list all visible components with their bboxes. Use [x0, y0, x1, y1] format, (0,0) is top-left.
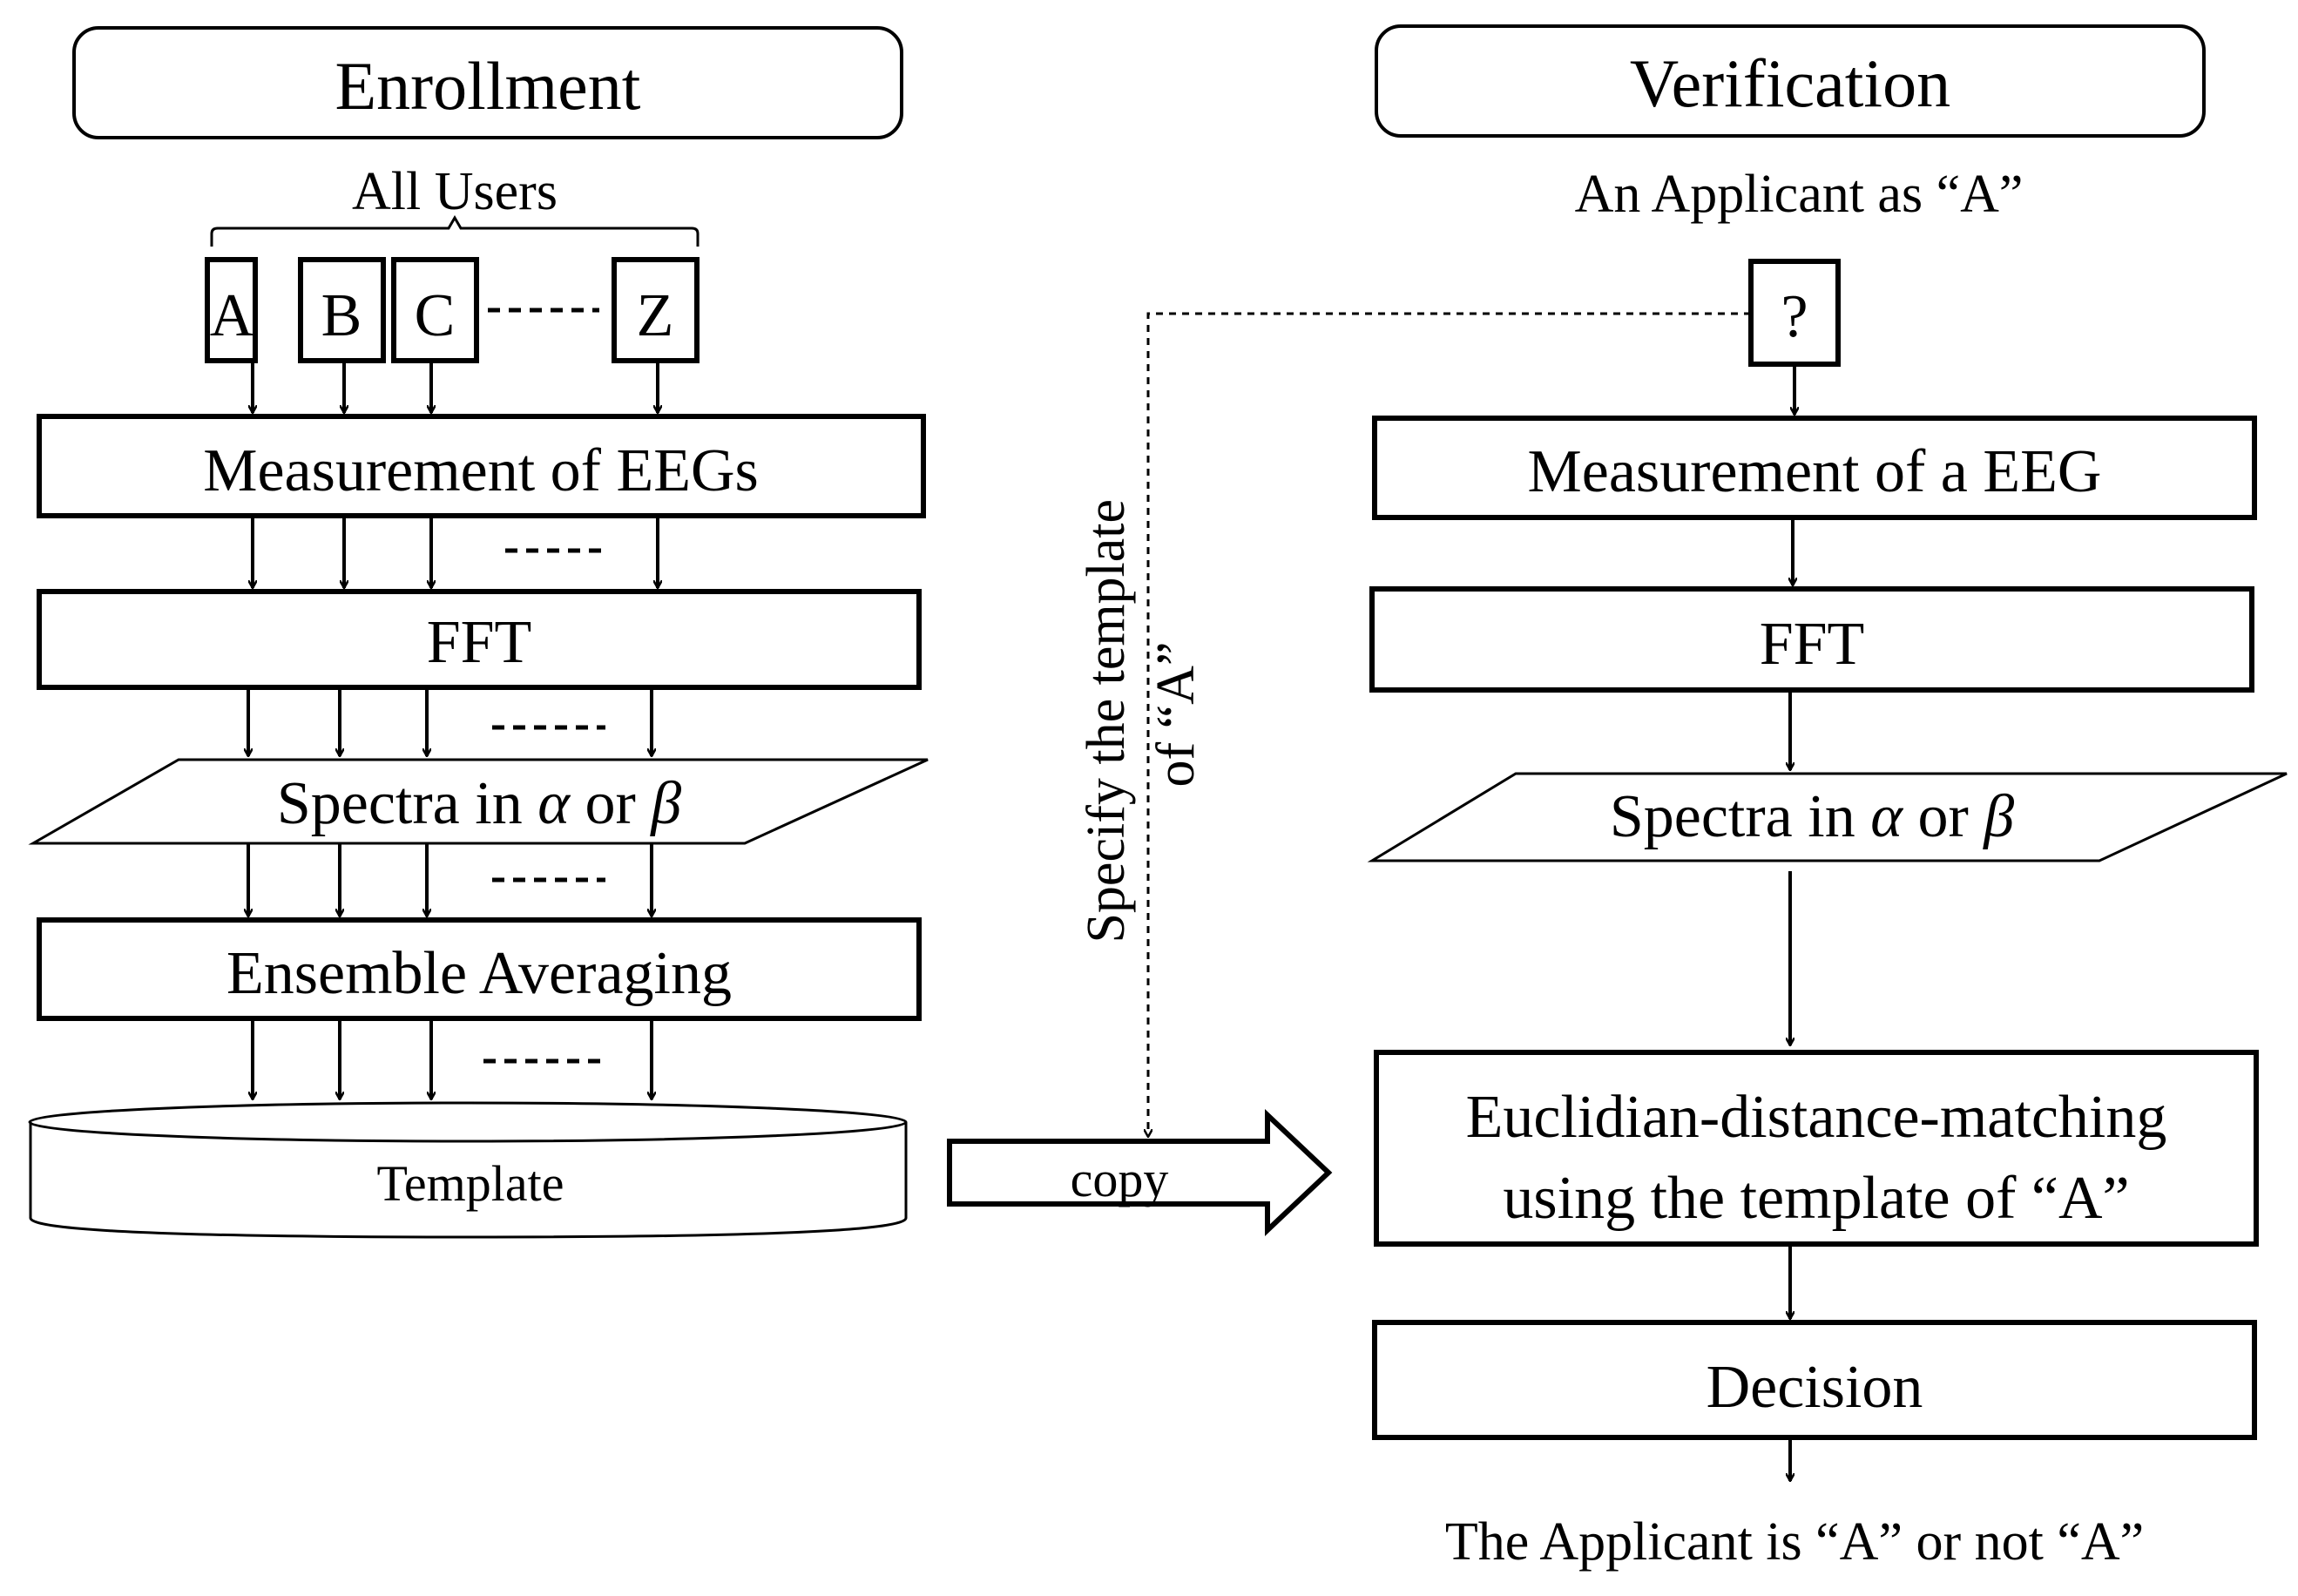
svg-text:using the template of “A”: using the template of “A”	[1503, 1165, 2129, 1232]
arrows-fft-to-spectra	[248, 687, 652, 756]
specify-template-dotted-arrow	[1148, 312, 1751, 1137]
all-users-label: All Users	[352, 162, 558, 221]
svg-text:C: C	[415, 282, 456, 349]
measurement-of-eegs-box: Measurement of EEGs	[37, 414, 926, 518]
euclidian-matching-box: Euclidian-distance-matching using the te…	[1374, 1050, 2259, 1247]
user-box-c: C	[391, 257, 479, 363]
measurement-of-a-eeg-box: Measurement of a EEG	[1372, 416, 2257, 520]
applicant-box: ?	[1748, 259, 1841, 367]
arrows-averaging-to-template	[253, 1018, 652, 1099]
svg-text:Measurement of EEGs: Measurement of EEGs	[203, 437, 759, 504]
svg-text:FFT: FFT	[427, 609, 532, 676]
applicant-label: An Applicant as “A”	[1575, 165, 2024, 224]
svg-text:?: ?	[1781, 283, 1808, 350]
verification-header: Verification	[1375, 24, 2206, 138]
verification-spectra-parallelogram: Spectra in α or β	[1367, 772, 2288, 862]
template-database-cylinder: Template	[28, 1101, 908, 1239]
specify-template-label: Specify the template of “A”	[1077, 485, 1206, 943]
svg-text:Euclidian-distance-matching: Euclidian-distance-matching	[1466, 1084, 2167, 1151]
svg-text:Spectra in α or β: Spectra in α or β	[277, 770, 681, 837]
svg-text:A: A	[210, 282, 254, 349]
svg-text:Template: Template	[377, 1155, 564, 1212]
svg-text:Spectra in α or β: Spectra in α or β	[1610, 783, 2014, 850]
svg-text:copy: copy	[1071, 1151, 1169, 1207]
verification-fft-box: FFT	[1369, 586, 2254, 693]
result-label: The Applicant is “A” or not “A”	[1445, 1512, 2144, 1572]
arrows-users-to-measurement	[253, 361, 658, 413]
verification-title: Verification	[1630, 45, 1950, 121]
svg-text:FFT: FFT	[1760, 611, 1865, 678]
enrollment-spectra-parallelogram: Spectra in α or β	[28, 758, 929, 845]
svg-text:Ensemble Averaging: Ensemble Averaging	[226, 940, 732, 1007]
all-users-brace	[210, 215, 700, 247]
svg-text:Z: Z	[637, 282, 674, 349]
arrows-measurement-to-fft	[253, 516, 658, 588]
decision-box: Decision	[1372, 1320, 2257, 1440]
svg-text:B: B	[321, 282, 362, 349]
copy-arrow: copy	[947, 1109, 1333, 1236]
svg-text:Measurement of a EEG: Measurement of a EEG	[1528, 438, 2102, 505]
enrollment-header: Enrollment	[72, 26, 903, 139]
user-box-z: Z	[612, 257, 700, 363]
user-box-b: B	[298, 257, 386, 363]
user-box-a: A	[205, 257, 258, 363]
enrollment-title: Enrollment	[335, 48, 641, 124]
ensemble-averaging-box: Ensemble Averaging	[37, 917, 922, 1021]
svg-text:Decision: Decision	[1707, 1354, 1923, 1421]
enrollment-fft-box: FFT	[37, 589, 922, 690]
arrows-spectra-to-averaging	[248, 843, 652, 916]
